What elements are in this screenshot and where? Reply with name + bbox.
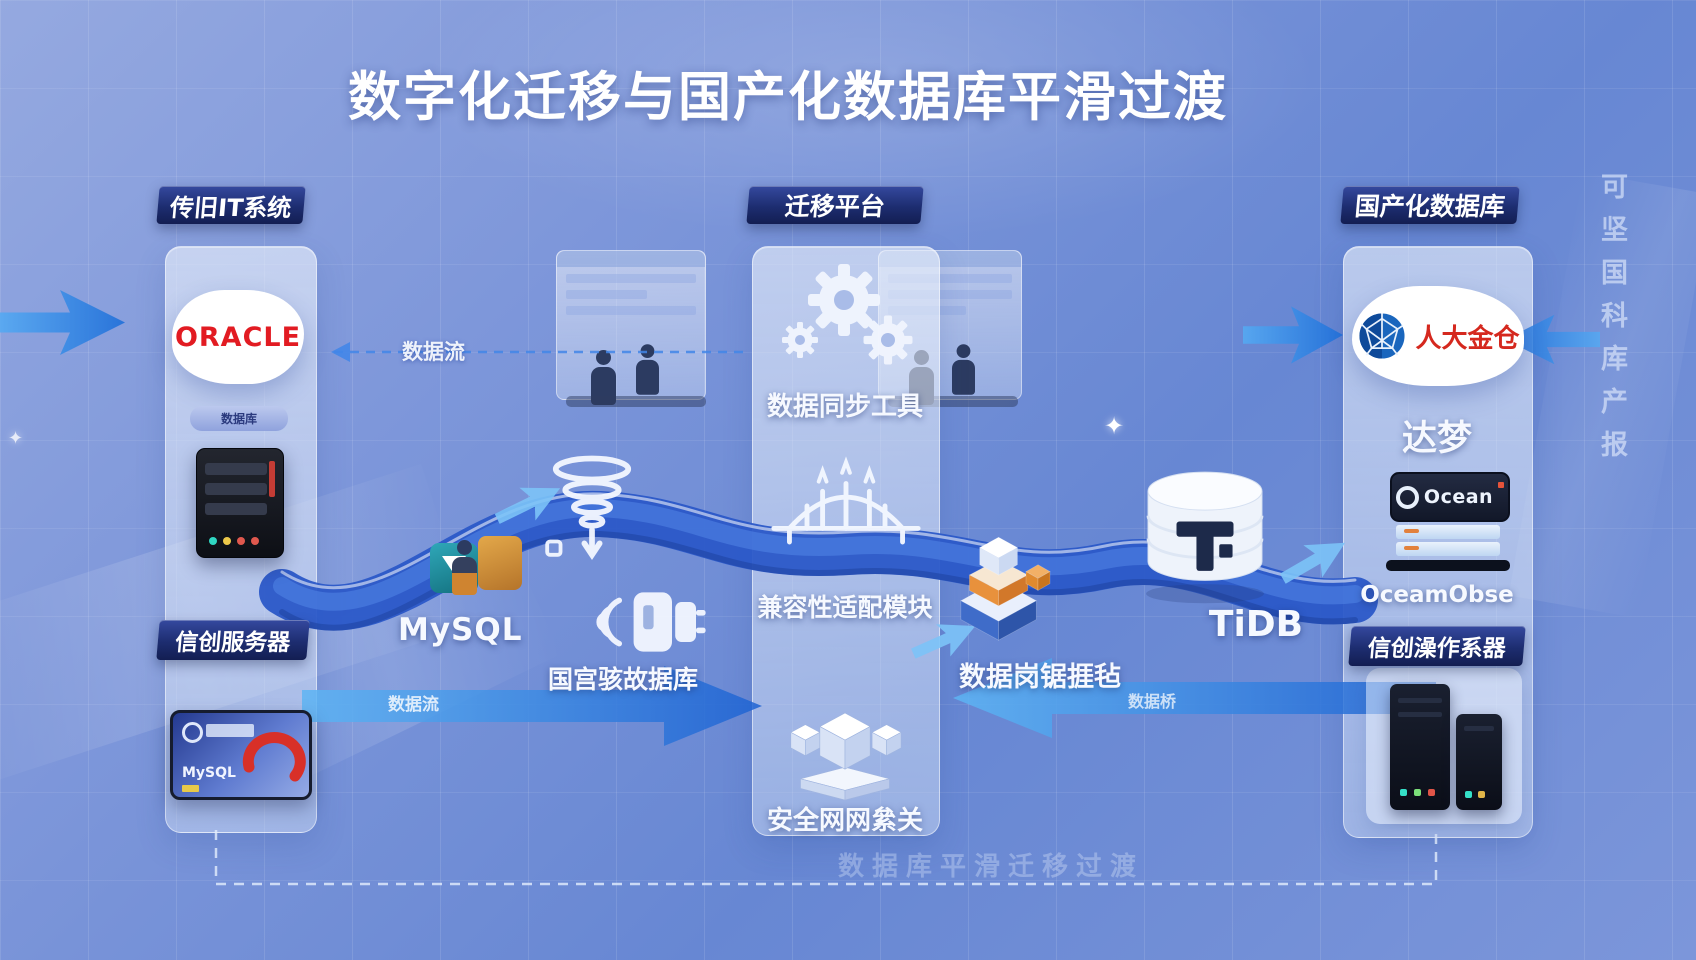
dataflow-annotation: 数据流	[402, 340, 465, 364]
page-title: 数字化迁移与国产化数据库平滑过渡	[348, 67, 1228, 128]
person-app-icon	[478, 536, 522, 590]
person-silhouette	[952, 344, 975, 395]
arrow-bottom-right	[953, 658, 1436, 738]
pc-tower-icon	[1456, 714, 1502, 810]
laptop-badge	[206, 724, 254, 737]
oceanbase-ring-icon	[1395, 485, 1419, 509]
bottom-left-annotation: 数据流	[388, 695, 439, 715]
server-tower-icon	[196, 448, 284, 558]
mysql-laptop-card: MySQL	[170, 710, 312, 800]
laptop-logo-circle	[182, 722, 203, 743]
mysql-label: MySQL	[398, 612, 523, 648]
monitor-base	[566, 396, 706, 407]
ghost-watermark-text: 数据库平滑迁移过渡	[838, 852, 1145, 882]
oceanbase-drives	[1396, 522, 1500, 556]
data-stack-icon	[942, 508, 1062, 648]
tool-gateway-label: 安全网网絫关	[766, 806, 923, 836]
dashed-u-connector	[214, 830, 1438, 886]
cubes-icon	[770, 684, 920, 802]
vertical-side-text: 可坚国科库产报	[1596, 172, 1627, 473]
plug-speaker-icon	[582, 578, 722, 666]
platform-header: 迁移平台	[746, 186, 924, 224]
oceanbase-red-mark	[1498, 482, 1505, 488]
oceanbase-screen: Ocean	[1390, 472, 1510, 522]
red-swoosh-icon	[242, 731, 306, 782]
tool-compat-label: 兼容性适配模块	[757, 593, 933, 622]
arrow-into-domestic	[1243, 306, 1343, 364]
laptop-yellow-badge	[182, 785, 199, 792]
oceanbase-label: OceamObse	[1360, 582, 1514, 608]
dameng-label: 达梦	[1401, 419, 1472, 459]
kingbase-globe-icon	[1359, 313, 1406, 359]
monitor-base	[888, 396, 1018, 407]
xinchuang-server-label: 信创服务器	[156, 620, 310, 660]
tidb-cylinder-icon	[1120, 455, 1290, 607]
oracle-logo-text: ORACLE	[174, 321, 302, 353]
monitor-header-bar	[557, 251, 705, 267]
worker-silhouette	[452, 540, 477, 595]
oceanbase-screen-text: Ocean	[1423, 486, 1494, 508]
tidb-label: TiDB	[1208, 604, 1304, 645]
person-silhouette	[636, 344, 659, 395]
bottom-right-annotation: 数据桥	[1128, 692, 1177, 711]
laptop-brand-text: MySQL	[182, 765, 236, 781]
arrow-bottom-left	[302, 666, 762, 746]
kingbase-logo-card: 人大金仓	[1352, 286, 1524, 386]
data-sync-float-label: 数据岗锯捱毡	[959, 662, 1121, 693]
dashed-dataflow-line	[331, 342, 746, 362]
kingbase-text: 人大金仓	[1415, 323, 1520, 354]
pc-tower-icon	[1390, 684, 1450, 810]
sparkle-icon: ✦	[1104, 412, 1125, 440]
funnel-icon	[538, 448, 646, 572]
bridge-icon	[768, 448, 924, 560]
gears-icon	[772, 250, 922, 376]
database-pill: 数据库	[190, 406, 288, 431]
tool-sync-label: 数据同步工具	[766, 392, 923, 422]
oceanbase-base	[1386, 560, 1510, 571]
oracle-logo-card: ORACLE	[172, 290, 304, 384]
xinchuang-os-label: 信创澡作系器	[1348, 626, 1526, 666]
domestic-db-float-label: 国宫骇故据库	[548, 665, 699, 694]
legacy-header: 传旧IT系统	[156, 186, 306, 224]
sparkle-icon: ✦	[8, 428, 24, 449]
domestic-header: 国产化数据库	[1340, 186, 1520, 224]
arrow-left-entry	[0, 290, 125, 355]
